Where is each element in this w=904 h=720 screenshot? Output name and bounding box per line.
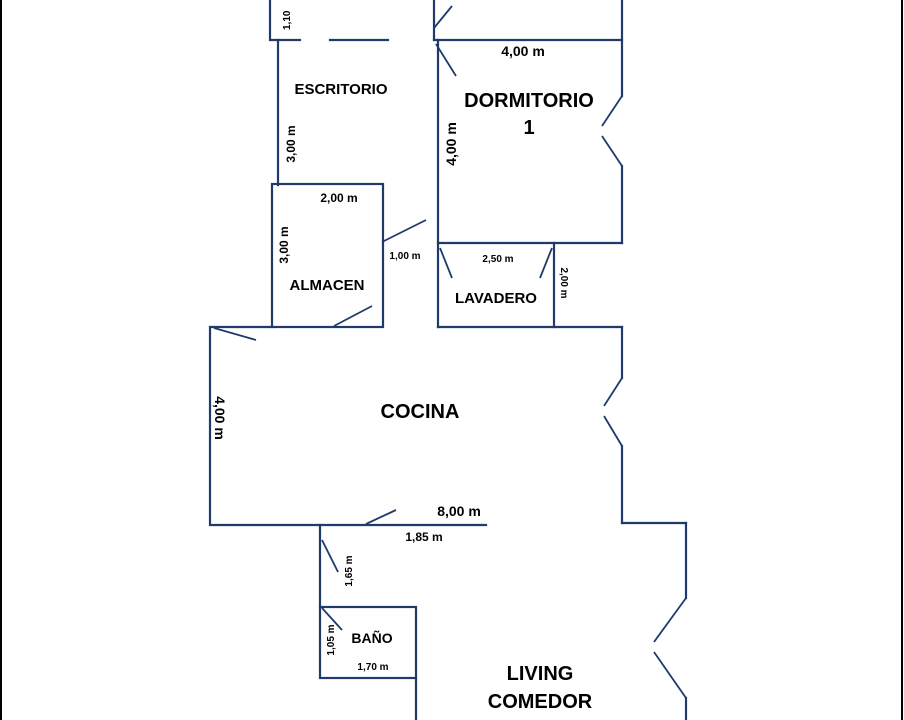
walls <box>208 0 688 720</box>
door-almacen-passage <box>381 219 427 243</box>
door-cocina-right-a <box>603 377 623 407</box>
room-label-lavadero: LAVADERO <box>455 290 537 307</box>
wall-bano <box>318 605 418 680</box>
dim-bano-width: 1,70 m <box>357 662 388 673</box>
door-living-right-b <box>653 651 687 699</box>
room-label-dormitorio-number: 1 <box>523 117 534 139</box>
room-label-cocina: COCINA <box>381 401 460 423</box>
doors <box>213 5 687 699</box>
dim-dormitorio-width: 4,00 m <box>501 43 545 59</box>
door-cocina-topleft <box>213 327 257 341</box>
room-label-living: LIVING <box>507 663 574 685</box>
wall-almacen <box>270 182 385 329</box>
dim-almacen-width: 2,00 m <box>320 191 357 205</box>
door-cocina-right-b <box>603 415 623 447</box>
dim-hall-height: 1,65 m <box>344 555 355 586</box>
dim-bano-height: 1,05 m <box>326 624 337 655</box>
door-lavadero-left <box>439 247 453 279</box>
room-label-almacen: ALMACEN <box>290 277 365 294</box>
room-label-bano: BAÑO <box>351 629 392 646</box>
door-cocina-bottom <box>365 509 397 525</box>
dim-hall-width: 1,85 m <box>405 530 442 544</box>
dim-lavadero-width: 2,50 m <box>482 254 513 265</box>
dim-escritorio-height: 3,00 m <box>284 125 298 162</box>
dim-top-left: 1,10 <box>282 10 293 30</box>
door-top-dorm <box>433 5 453 29</box>
door-dorm-right-b <box>601 135 623 167</box>
door-dorm-right-a <box>601 95 623 127</box>
dim-lavadero-height: 2,00 m <box>558 267 569 298</box>
door-hall <box>321 539 339 573</box>
wall-top-left <box>268 0 302 42</box>
dim-dormitorio-height: 4,00 m <box>443 122 459 166</box>
door-dorm-left <box>435 43 457 77</box>
dim-almacen-height: 3,00 m <box>277 226 291 263</box>
room-label-dormitorio: DORMITORIO <box>464 90 594 112</box>
dim-cocina-height: 4,00 m <box>212 396 228 440</box>
dim-cocina-width: 8,00 m <box>437 503 481 519</box>
wall-cocina-top-left <box>208 325 488 527</box>
door-bano <box>321 607 343 631</box>
room-label-comedor: COMEDOR <box>488 691 593 713</box>
door-living-right-a <box>653 597 687 643</box>
door-lavadero-right <box>539 247 553 279</box>
room-label-escritorio: ESCRITORIO <box>294 81 387 98</box>
door-almacen-bottom <box>333 305 373 327</box>
dim-passage-width: 1,00 m <box>389 251 420 262</box>
